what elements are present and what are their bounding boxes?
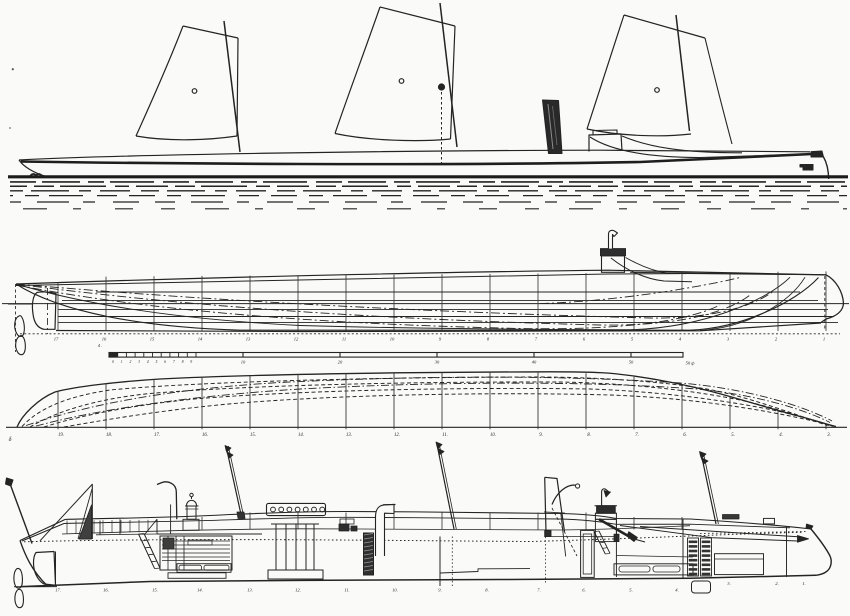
svg-text:14.: 14. <box>298 433 304 438</box>
svg-text:12: 12 <box>294 337 299 342</box>
svg-text:4: 4 <box>147 360 149 364</box>
svg-text:15: 15 <box>150 337 155 342</box>
svg-text:5: 5 <box>156 360 158 364</box>
svg-text:14: 14 <box>198 337 203 342</box>
svg-text:11: 11 <box>342 337 346 342</box>
svg-text:11.: 11. <box>442 433 448 438</box>
svg-text:7.: 7. <box>635 433 639 438</box>
svg-text:5.: 5. <box>731 433 735 438</box>
svg-text:12.: 12. <box>394 433 400 438</box>
svg-text:6: 6 <box>164 360 166 364</box>
svg-text:9: 9 <box>190 360 192 364</box>
svg-text:3.: 3. <box>727 581 730 586</box>
svg-text:17: 17 <box>54 337 59 342</box>
svg-text:3: 3 <box>138 360 140 364</box>
svg-text:18.: 18. <box>106 433 112 438</box>
svg-text:10.: 10. <box>490 433 496 438</box>
svg-text:2.: 2. <box>775 581 778 586</box>
svg-text:50 ф: 50 ф <box>686 361 696 366</box>
svg-text:7.: 7. <box>537 588 540 593</box>
svg-text:12.: 12. <box>295 588 301 593</box>
svg-text:9.: 9. <box>438 588 441 593</box>
svg-text:4.: 4. <box>779 433 783 438</box>
svg-text:30: 30 <box>435 360 440 365</box>
svg-text:11.: 11. <box>344 588 349 593</box>
svg-text:5.: 5. <box>629 588 632 593</box>
svg-text:7: 7 <box>173 360 175 364</box>
svg-text:17.: 17. <box>55 588 61 593</box>
svg-text:13.: 13. <box>346 433 352 438</box>
svg-text:10: 10 <box>241 360 246 365</box>
svg-text:17.: 17. <box>154 433 160 438</box>
svg-text:16: 16 <box>102 337 107 342</box>
svg-text:15.: 15. <box>152 588 158 593</box>
svg-text:8.: 8. <box>587 433 591 438</box>
svg-text:8: 8 <box>182 360 184 364</box>
svg-text:4 .: 4 . <box>98 343 103 348</box>
svg-text:2: 2 <box>130 360 132 364</box>
svg-text:50: 50 <box>629 360 634 365</box>
svg-text:4.: 4. <box>675 588 678 593</box>
svg-text:19.: 19. <box>58 433 64 438</box>
svg-text:15.: 15. <box>250 433 256 438</box>
svg-text:13: 13 <box>246 337 251 342</box>
svg-text:20: 20 <box>338 360 343 365</box>
svg-text:3.: 3. <box>827 433 831 438</box>
svg-text:δ: δ <box>9 437 12 443</box>
svg-text:1: 1 <box>121 360 123 364</box>
svg-text:10: 10 <box>390 337 395 342</box>
svg-text:1: 1 <box>823 337 825 342</box>
svg-text:40: 40 <box>532 360 537 365</box>
svg-text:16.: 16. <box>103 588 109 593</box>
svg-text:9.: 9. <box>539 433 543 438</box>
svg-text:16.: 16. <box>202 433 208 438</box>
svg-text:0: 0 <box>112 360 114 364</box>
svg-text:6.: 6. <box>582 588 585 593</box>
svg-text:6.: 6. <box>683 433 687 438</box>
svg-text:8.: 8. <box>485 588 488 593</box>
svg-text:13.: 13. <box>247 588 253 593</box>
svg-text:14.: 14. <box>197 588 203 593</box>
svg-text:10.: 10. <box>392 588 398 593</box>
svg-text:1.: 1. <box>802 581 805 586</box>
